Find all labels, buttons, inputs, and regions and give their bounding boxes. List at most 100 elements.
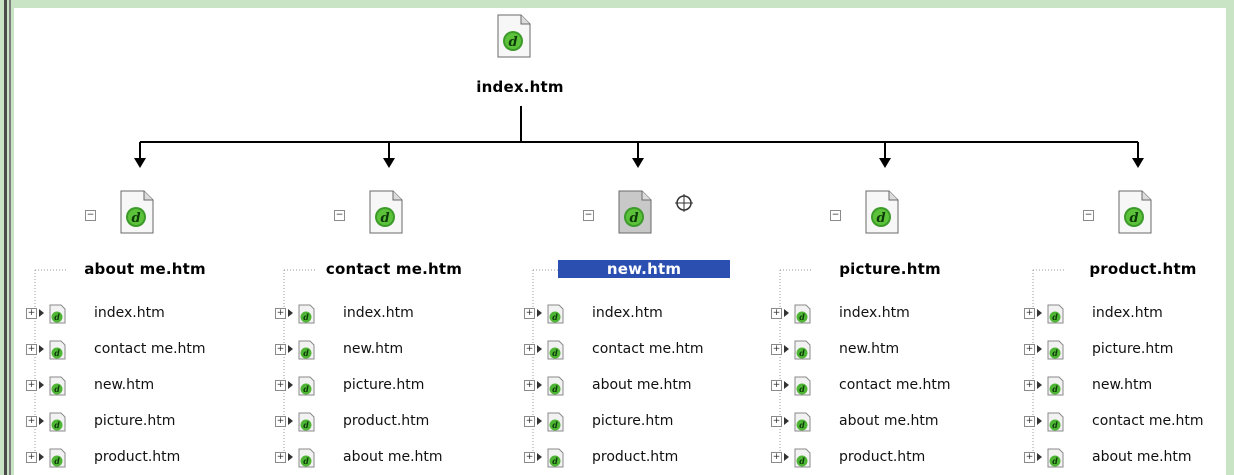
tree-child-label: contact me.htm bbox=[839, 377, 951, 393]
right-border bbox=[1226, 8, 1234, 475]
page-node-label[interactable]: contact me.htm bbox=[325, 260, 463, 278]
plus-box-icon[interactable]: + bbox=[771, 308, 782, 319]
svg-text:d: d bbox=[1129, 211, 1138, 226]
svg-text:d: d bbox=[54, 420, 60, 430]
tree-child-row[interactable]: + d new.htm bbox=[771, 340, 991, 362]
dreamweaver-file-icon[interactable]: d bbox=[865, 190, 899, 234]
page-node-label[interactable]: product.htm bbox=[1089, 260, 1197, 278]
dreamweaver-file-mini-icon: d bbox=[791, 412, 813, 432]
svg-text:d: d bbox=[552, 384, 558, 394]
plus-box-icon[interactable]: + bbox=[275, 380, 286, 391]
tree-child-row[interactable]: + d contact me.htm bbox=[26, 340, 246, 362]
minus-box-icon[interactable]: − bbox=[583, 210, 594, 221]
plus-box-icon[interactable]: + bbox=[26, 344, 37, 355]
plus-box-icon[interactable]: + bbox=[771, 452, 782, 463]
tree-child-row[interactable]: + d product.htm bbox=[771, 448, 991, 470]
root-node-label: index.htm bbox=[476, 78, 564, 96]
link-arrow-icon bbox=[537, 453, 542, 461]
tree-child-row[interactable]: + d contact me.htm bbox=[1024, 412, 1234, 434]
link-arrow-icon bbox=[537, 345, 542, 353]
minus-box-icon[interactable]: − bbox=[830, 210, 841, 221]
dreamweaver-file-icon[interactable]: d bbox=[120, 190, 154, 234]
svg-text:d: d bbox=[54, 456, 60, 466]
plus-box-icon[interactable]: + bbox=[275, 308, 286, 319]
tree-child-row[interactable]: + d index.htm bbox=[1024, 304, 1234, 326]
link-arrow-icon bbox=[784, 417, 789, 425]
plus-box-icon[interactable]: + bbox=[275, 452, 286, 463]
tree-child-row[interactable]: + d picture.htm bbox=[1024, 340, 1234, 362]
plus-box-icon[interactable]: + bbox=[1024, 380, 1035, 391]
plus-box-icon[interactable]: + bbox=[524, 344, 535, 355]
svg-text:d: d bbox=[1052, 348, 1058, 358]
tree-child-row[interactable]: + d about me.htm bbox=[1024, 448, 1234, 470]
tree-child-row[interactable]: + d product.htm bbox=[275, 412, 495, 434]
plus-box-icon[interactable]: + bbox=[1024, 416, 1035, 427]
plus-box-icon[interactable]: + bbox=[26, 308, 37, 319]
tree-child-row[interactable]: + d index.htm bbox=[771, 304, 991, 326]
tree-child-row[interactable]: + d about me.htm bbox=[524, 376, 744, 398]
tree-child-row[interactable]: + d index.htm bbox=[524, 304, 744, 326]
dreamweaver-file-icon[interactable]: d bbox=[1118, 190, 1152, 234]
svg-text:d: d bbox=[1052, 420, 1058, 430]
svg-text:d: d bbox=[303, 384, 309, 394]
left-divider-shadow bbox=[9, 0, 11, 475]
tree-child-row[interactable]: + d new.htm bbox=[1024, 376, 1234, 398]
tree-child-row[interactable]: + d product.htm bbox=[524, 448, 744, 470]
tree-child-row[interactable]: + d about me.htm bbox=[275, 448, 495, 470]
dreamweaver-file-mini-icon: d bbox=[791, 304, 813, 324]
tree-child-row[interactable]: + d new.htm bbox=[26, 376, 246, 398]
left-divider[interactable] bbox=[4, 0, 7, 475]
root-node[interactable]: d index.htm bbox=[470, 8, 570, 103]
plus-box-icon[interactable]: + bbox=[771, 380, 782, 391]
dreamweaver-file-mini-icon: d bbox=[295, 448, 317, 468]
svg-text:d: d bbox=[303, 420, 309, 430]
svg-text:d: d bbox=[508, 35, 517, 50]
plus-box-icon[interactable]: + bbox=[771, 416, 782, 427]
link-arrow-icon bbox=[288, 381, 293, 389]
plus-box-icon[interactable]: + bbox=[1024, 308, 1035, 319]
plus-box-icon[interactable]: + bbox=[1024, 344, 1035, 355]
plus-box-icon[interactable]: + bbox=[524, 452, 535, 463]
dreamweaver-file-mini-icon: d bbox=[791, 376, 813, 396]
page-node-label[interactable]: new.htm bbox=[558, 260, 730, 278]
tree-child-row[interactable]: + d index.htm bbox=[275, 304, 495, 326]
tree-child-row[interactable]: + d picture.htm bbox=[26, 412, 246, 434]
plus-box-icon[interactable]: + bbox=[26, 416, 37, 427]
dreamweaver-file-mini-icon: d bbox=[46, 376, 68, 396]
plus-box-icon[interactable]: + bbox=[1024, 452, 1035, 463]
plus-box-icon[interactable]: + bbox=[275, 416, 286, 427]
plus-box-icon[interactable]: + bbox=[275, 344, 286, 355]
dreamweaver-file-icon[interactable]: d bbox=[369, 190, 403, 234]
plus-box-icon[interactable]: + bbox=[524, 308, 535, 319]
tree-child-label: picture.htm bbox=[592, 413, 674, 429]
tree-child-row[interactable]: + d product.htm bbox=[26, 448, 246, 470]
page-node-label[interactable]: picture.htm bbox=[839, 260, 941, 278]
minus-box-icon[interactable]: − bbox=[85, 210, 96, 221]
plus-box-icon[interactable]: + bbox=[524, 416, 535, 427]
tree-child-row[interactable]: + d contact me.htm bbox=[771, 376, 991, 398]
link-arrow-icon bbox=[39, 345, 44, 353]
dreamweaver-file-icon: d bbox=[497, 14, 531, 58]
tree-child-label: new.htm bbox=[839, 341, 900, 357]
plus-box-icon[interactable]: + bbox=[524, 380, 535, 391]
tree-child-row[interactable]: + d about me.htm bbox=[771, 412, 991, 434]
svg-text:d: d bbox=[54, 312, 60, 322]
dreamweaver-file-mini-icon: d bbox=[544, 448, 566, 468]
tree-child-row[interactable]: + d contact me.htm bbox=[524, 340, 744, 362]
minus-box-icon[interactable]: − bbox=[1083, 210, 1094, 221]
plus-box-icon[interactable]: + bbox=[26, 452, 37, 463]
tree-child-row[interactable]: + d picture.htm bbox=[275, 376, 495, 398]
dreamweaver-file-icon[interactable]: d bbox=[618, 190, 652, 234]
page-node-label[interactable]: about me.htm bbox=[84, 260, 206, 278]
dreamweaver-file-mini-icon: d bbox=[295, 304, 317, 324]
plus-box-icon[interactable]: + bbox=[771, 344, 782, 355]
plus-box-icon[interactable]: + bbox=[26, 380, 37, 391]
link-arrow-icon bbox=[1037, 345, 1042, 353]
tree-child-row[interactable]: + d new.htm bbox=[275, 340, 495, 362]
svg-text:d: d bbox=[799, 384, 805, 394]
tree-child-row[interactable]: + d index.htm bbox=[26, 304, 246, 326]
tree-child-label: about me.htm bbox=[839, 413, 939, 429]
svg-text:d: d bbox=[1052, 312, 1058, 322]
minus-box-icon[interactable]: − bbox=[334, 210, 345, 221]
tree-child-row[interactable]: + d picture.htm bbox=[524, 412, 744, 434]
